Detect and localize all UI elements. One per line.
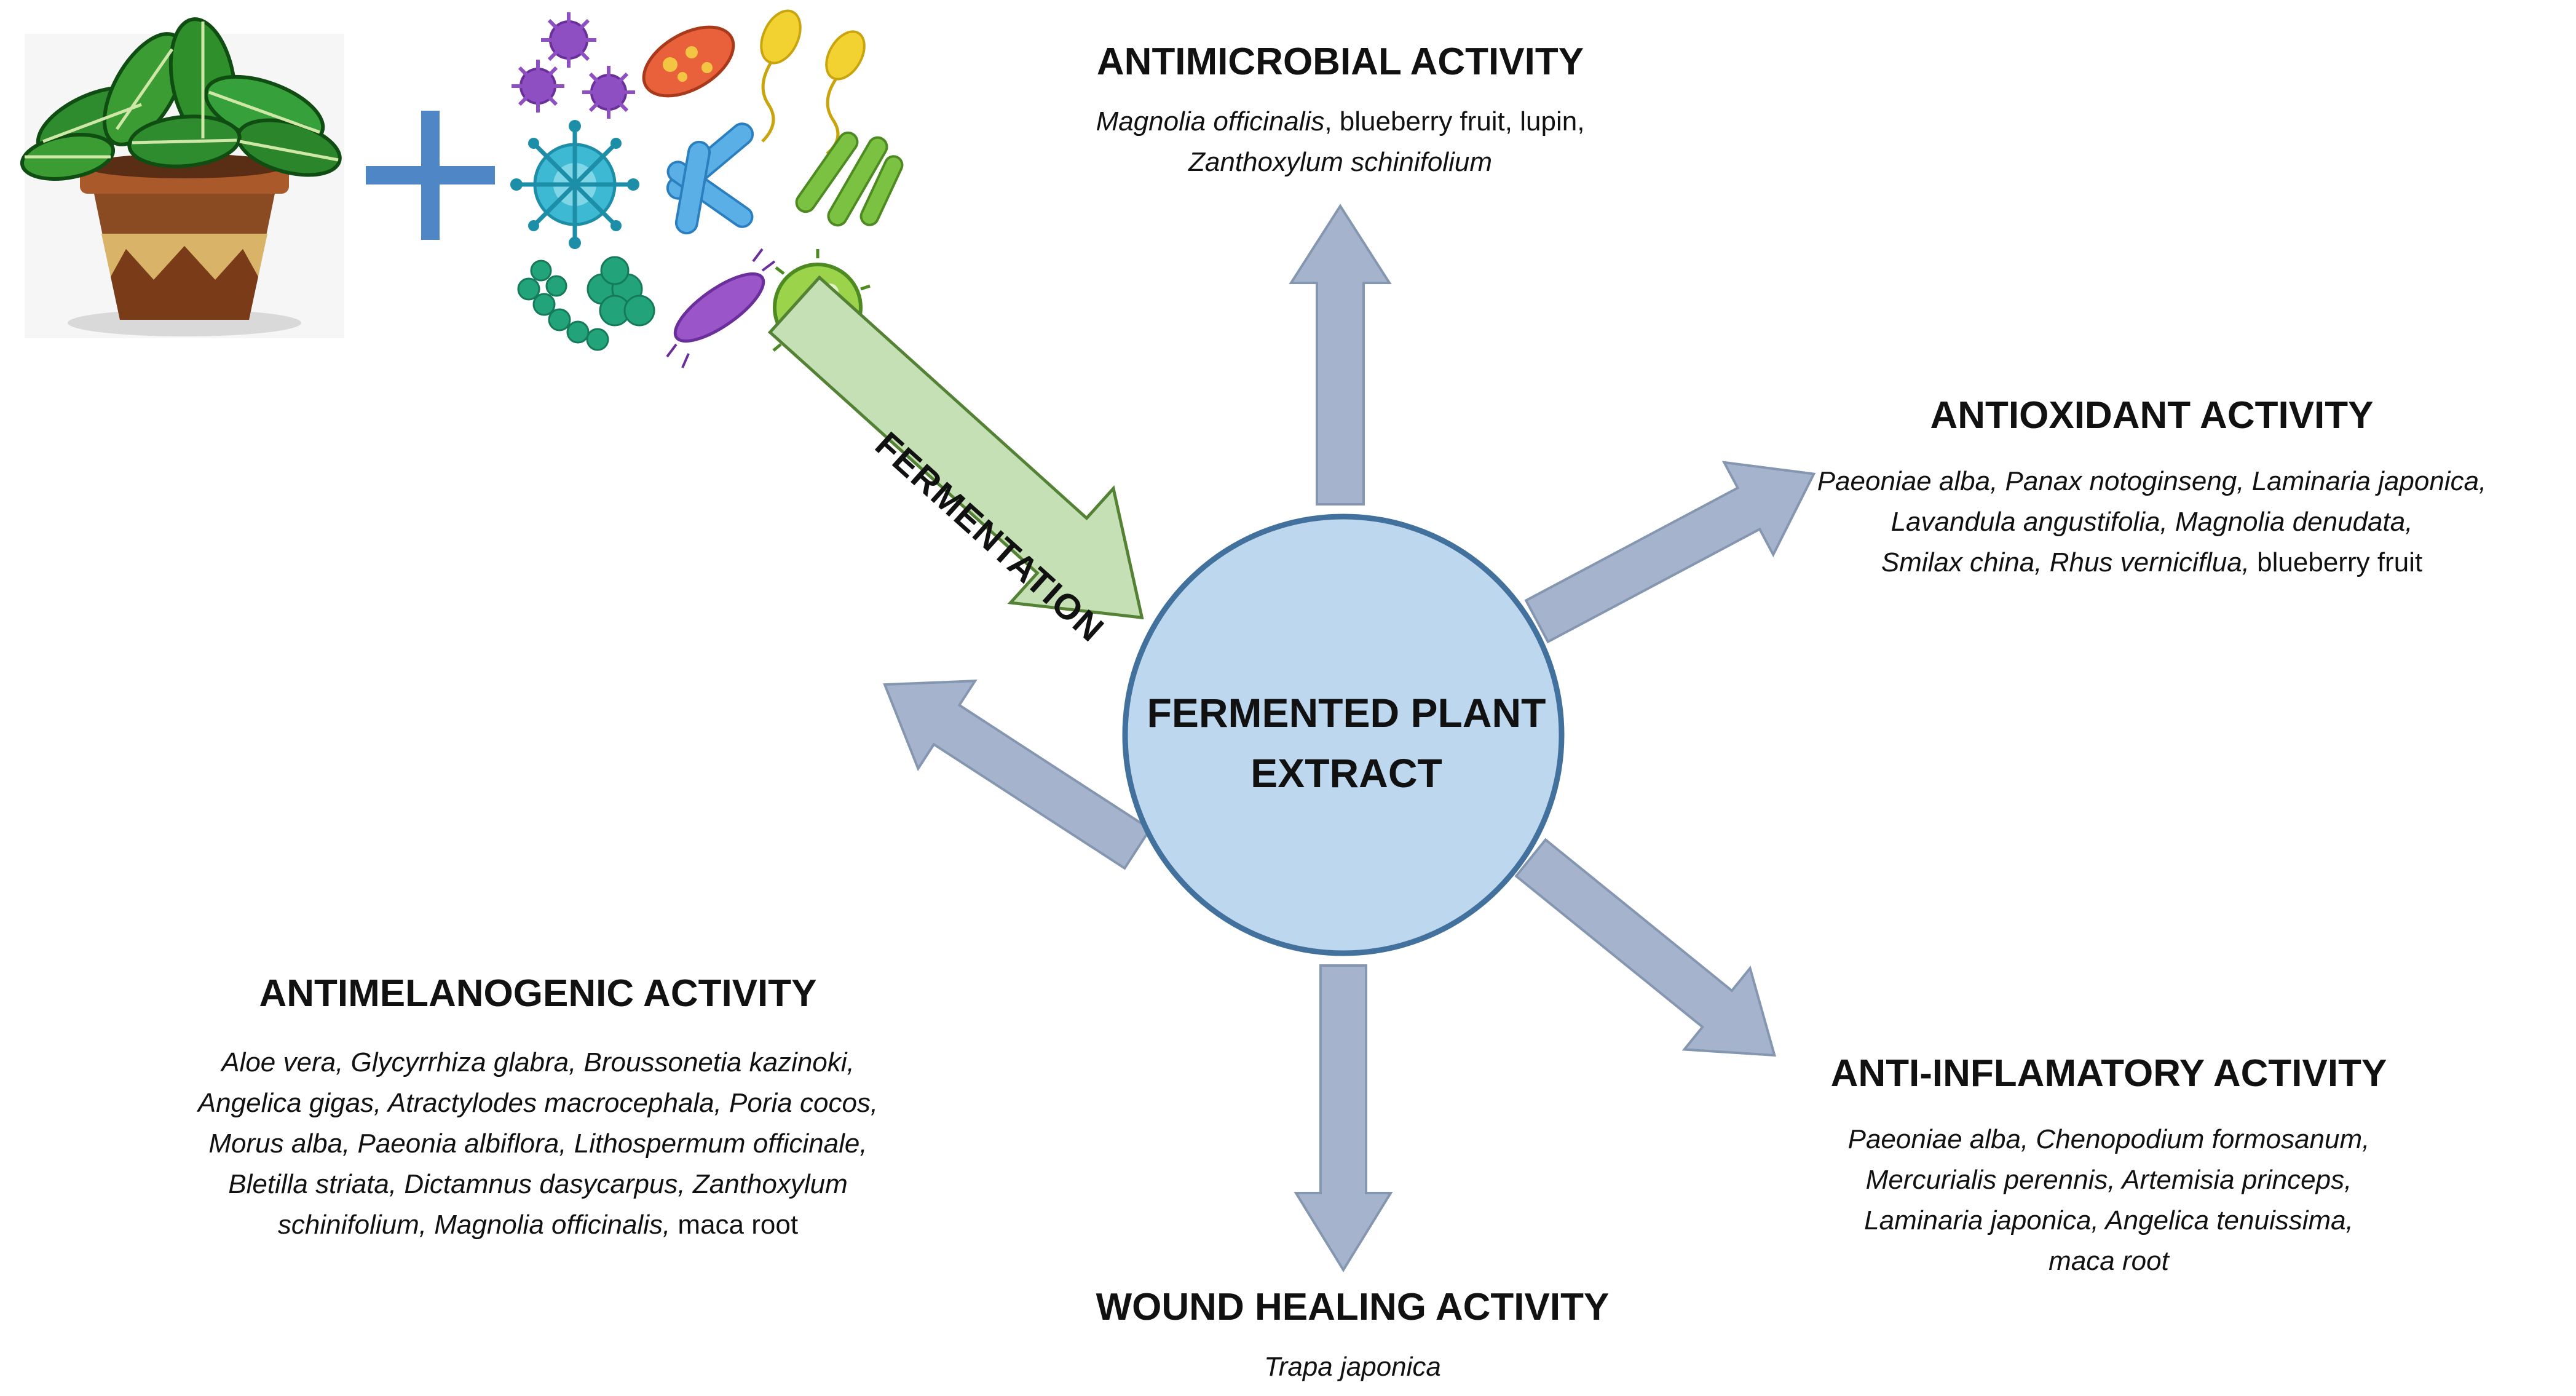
description-line: Laminaria japonica, Angelica tenuissima, xyxy=(1746,1200,2471,1241)
description-text: blueberry fruit xyxy=(2249,547,2423,577)
description-line: Bletilla striata, Dictamnus dasycarpus, … xyxy=(123,1164,953,1205)
antioxidant-description: Paeoniae alba, Panax notoginseng, Lamina… xyxy=(1795,461,2508,583)
description-line: Trapa japonica xyxy=(953,1347,1752,1387)
arrow-to-antimicrobial xyxy=(1289,204,1392,506)
arrow-to-antimelanogenic xyxy=(883,680,1152,870)
description-text: maca root xyxy=(670,1210,799,1240)
description-line: Zanthoxylum schinifolium xyxy=(922,142,1758,183)
species-name: Bletilla striata, Dictamnus dasycarpus, … xyxy=(228,1169,848,1199)
species-name: Mercurialis perennis, Artemisia princeps… xyxy=(1865,1165,2352,1195)
antimicrobial-title: ANTIMICROBIAL ACTIVITY xyxy=(1096,41,1584,83)
species-name: Aloe vera, Glycyrrhiza glabra, Broussone… xyxy=(221,1047,855,1077)
species-name: Smilax china, Rhus verniciflua, xyxy=(1881,547,2250,577)
species-name: schinifolium, Magnolia officinalis, xyxy=(277,1210,671,1240)
center-label-line2: EXTRACT xyxy=(1250,750,1442,796)
description-line: maca root xyxy=(1746,1241,2471,1282)
species-name: Trapa japonica xyxy=(1264,1352,1441,1382)
species-name: Lavandula angustifolia, Magnolia denudat… xyxy=(1891,507,2413,537)
center-label: FERMENTED PLANT EXTRACT xyxy=(1119,683,1574,803)
antimelanogenic-title: ANTIMELANOGENIC ACTIVITY xyxy=(259,972,817,1015)
anti-inflammatory-title: ANTI-INFLAMATORY ACTIVITY xyxy=(1830,1052,2387,1095)
description-line: Paeoniae alba, Panax notoginseng, Lamina… xyxy=(1795,461,2508,502)
fermentation-arrow xyxy=(767,275,1144,620)
description-line: Mercurialis perennis, Artemisia princeps… xyxy=(1746,1160,2471,1200)
antimelanogenic-description: Aloe vera, Glycyrrhiza glabra, Broussone… xyxy=(123,1042,953,1245)
species-name: Paeoniae alba, Chenopodium formosanum, xyxy=(1847,1124,2370,1154)
antioxidant-title: ANTIOXIDANT ACTIVITY xyxy=(1930,394,2374,437)
description-line: Angelica gigas, Atractylodes macrocephal… xyxy=(123,1083,953,1124)
description-line: Magnolia officinalis, blueberry fruit, l… xyxy=(922,101,1758,142)
species-name: Laminaria japonica, Angelica tenuissima, xyxy=(1864,1205,2353,1235)
arrow-to-wound-healing xyxy=(1294,964,1393,1272)
species-name: Paeoniae alba, Panax notoginseng, Lamina… xyxy=(1817,466,2487,496)
species-name: Angelica gigas, Atractylodes macrocephal… xyxy=(197,1088,879,1118)
description-line: Morus alba, Paeonia albiflora, Lithosper… xyxy=(123,1124,953,1164)
species-name: maca root xyxy=(2049,1246,2169,1276)
description-line: Aloe vera, Glycyrrhiza glabra, Broussone… xyxy=(123,1042,953,1083)
plus-icon xyxy=(366,111,495,240)
wound-healing-description: Trapa japonica xyxy=(953,1347,1752,1387)
arrow-to-anti-inflammatory xyxy=(1514,838,1777,1057)
species-name: Morus alba, Paeonia albiflora, Lithosper… xyxy=(208,1128,867,1159)
description-text: , blueberry fruit, lupin, xyxy=(1324,106,1585,137)
antimicrobial-description: Magnolia officinalis, blueberry fruit, l… xyxy=(922,101,1758,183)
description-line: Paeoniae alba, Chenopodium formosanum, xyxy=(1746,1119,2471,1160)
description-line: Smilax china, Rhus verniciflua, blueberr… xyxy=(1795,542,2508,583)
anti-inflammatory-description: Paeoniae alba, Chenopodium formosanum, Me… xyxy=(1746,1119,2471,1282)
species-name: Magnolia officinalis xyxy=(1096,106,1325,137)
description-line: schinifolium, Magnolia officinalis, maca… xyxy=(123,1205,953,1245)
potted-plant-icon xyxy=(20,17,344,338)
fermented-plant-extract-circle xyxy=(1122,514,1565,956)
arrow-to-antioxidant xyxy=(1524,461,1816,644)
center-label-line1: FERMENTED PLANT xyxy=(1147,690,1546,736)
wound-healing-title: WOUND HEALING ACTIVITY xyxy=(1096,1286,1610,1328)
description-line: Lavandula angustifolia, Magnolia denudat… xyxy=(1795,502,2508,542)
species-name: Zanthoxylum schinifolium xyxy=(1188,147,1492,177)
